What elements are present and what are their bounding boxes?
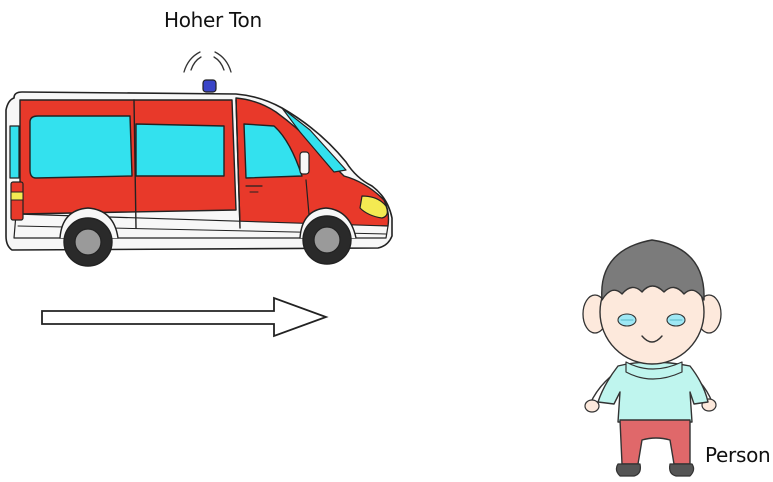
wheel-icon <box>302 215 352 265</box>
right-arrow-icon <box>41 296 329 338</box>
sound-label: Hoher Ton <box>164 8 262 32</box>
siren-light-icon <box>202 79 217 93</box>
wheel-icon <box>63 217 113 267</box>
person-label: Person <box>705 443 771 467</box>
child-person-icon <box>582 239 722 477</box>
ambulance-van-icon <box>5 51 393 267</box>
sound-wave-icon <box>183 51 232 73</box>
